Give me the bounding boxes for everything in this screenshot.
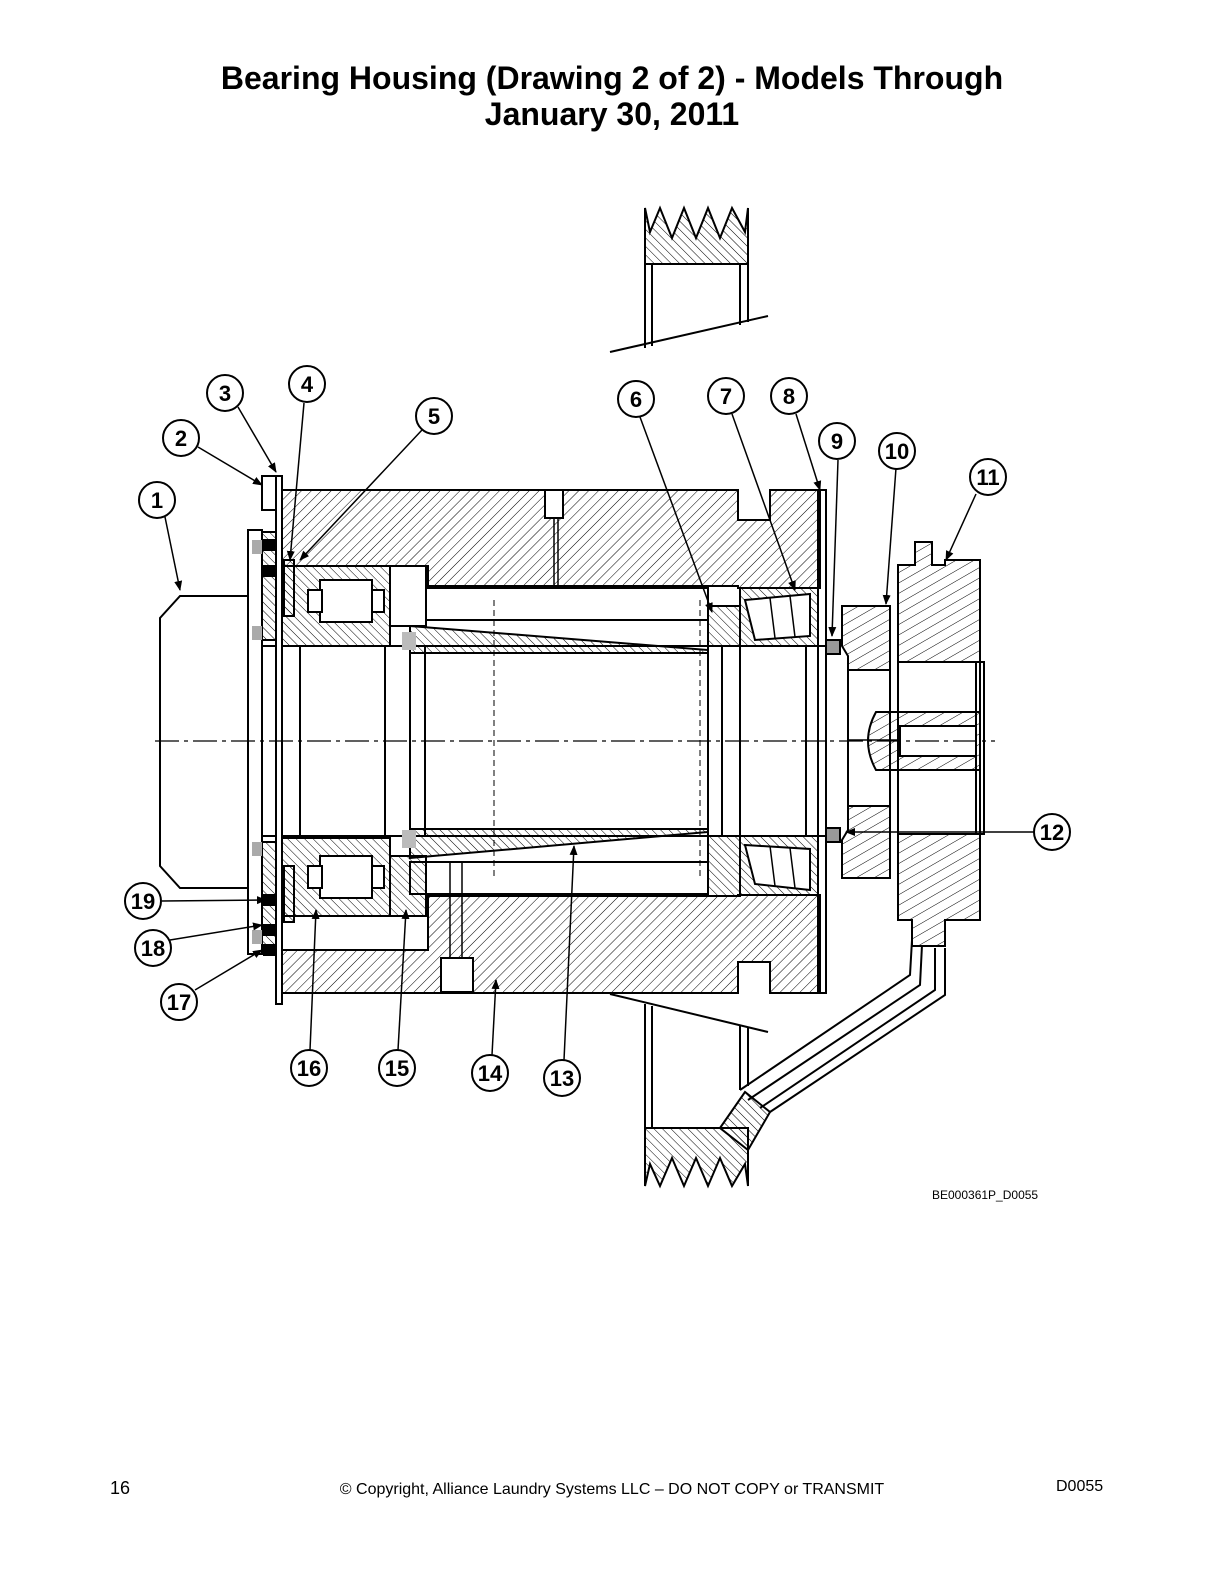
- page-title: Bearing Housing (Drawing 2 of 2) - Model…: [0, 60, 1224, 132]
- bearing-housing-body: [281, 489, 821, 994]
- callout-10-label: 10: [885, 439, 909, 464]
- callout-15-label: 15: [385, 1056, 409, 1081]
- callout-9-label: 9: [831, 429, 843, 454]
- callout-12: 12: [1033, 813, 1071, 851]
- callout-2-label: 2: [175, 426, 187, 451]
- callout-15: 15: [378, 1049, 416, 1087]
- title-line-1: Bearing Housing (Drawing 2 of 2) - Model…: [220, 60, 1004, 96]
- pulley-bottom: [609, 993, 772, 1189]
- callout-17-label: 17: [167, 990, 191, 1015]
- callout-2: 2: [162, 419, 200, 457]
- title-line-2: January 30, 2011: [484, 96, 740, 132]
- callout-18-label: 18: [141, 936, 165, 961]
- callout-17: 17: [160, 983, 198, 1021]
- callout-14-label: 14: [478, 1061, 503, 1086]
- callout-1: 1: [138, 481, 176, 519]
- hub-assembly: [841, 541, 985, 947]
- frame-arm: [739, 939, 946, 1113]
- callout-13-label: 13: [550, 1066, 574, 1091]
- callout-16: 16: [290, 1049, 328, 1087]
- pulley-top: [609, 205, 769, 353]
- callout-8: 8: [770, 377, 808, 415]
- callout-6-label: 6: [630, 387, 642, 412]
- callout-7: 7: [707, 377, 745, 415]
- callout-4-label: 4: [301, 372, 314, 397]
- callout-9: 9: [818, 422, 856, 460]
- copyright-notice: © Copyright, Alliance Laundry Systems LL…: [339, 1481, 885, 1498]
- callout-11: 11: [969, 458, 1007, 496]
- callout-16-label: 16: [297, 1056, 321, 1081]
- callout-6: 6: [617, 380, 655, 418]
- drawing-code: BE000361P_D0055: [932, 1188, 1039, 1202]
- callout-11-label: 11: [976, 465, 999, 490]
- callout-10: 10: [878, 432, 916, 470]
- callout-19-label: 19: [131, 889, 155, 914]
- callout-3: 3: [206, 374, 244, 412]
- callout-7-label: 7: [720, 384, 732, 409]
- right-tapered-bearing: [707, 587, 819, 897]
- left-roller-bearing: [279, 565, 427, 917]
- callout-18: 18: [134, 929, 172, 967]
- callout-8-label: 8: [783, 384, 795, 409]
- callout-1-label: 1: [151, 488, 163, 513]
- document-code: D0055: [1056, 1478, 1104, 1495]
- callout-19: 19: [124, 882, 162, 920]
- callout-14: 14: [471, 1054, 509, 1092]
- callout-3-label: 3: [219, 381, 231, 406]
- callout-12-label: 12: [1040, 820, 1064, 845]
- page-number: 16: [110, 1478, 131, 1498]
- leader-lines: [161, 402, 1034, 1061]
- callout-5-label: 5: [428, 404, 440, 429]
- callout-4: 4: [288, 365, 326, 403]
- callout-13: 13: [543, 1059, 581, 1097]
- callout-5: 5: [415, 397, 453, 435]
- left-end-cap: [159, 475, 295, 1005]
